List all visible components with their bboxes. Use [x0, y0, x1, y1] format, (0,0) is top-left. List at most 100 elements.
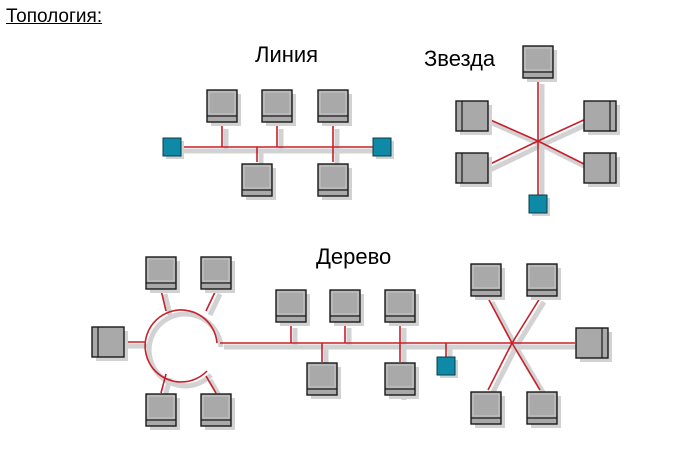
- computer-icon: [470, 263, 505, 300]
- wire-shadow: [513, 345, 547, 396]
- computer-icon: [306, 362, 341, 399]
- terminator-icon: [162, 137, 184, 159]
- label-tree-topology: Дерево: [316, 244, 392, 269]
- computer-icon: [583, 100, 620, 135]
- wire: [485, 140, 539, 167]
- computer-highlight: [277, 291, 305, 315]
- wire-shadow: [489, 300, 519, 349]
- computer-highlight: [386, 364, 414, 388]
- computer-icon: [145, 393, 180, 430]
- computer-icon: [583, 152, 620, 187]
- wire-shadows: [128, 84, 594, 400]
- terminator-icon: [528, 194, 550, 216]
- computer-icon: [329, 289, 364, 326]
- computer-icon: [455, 100, 492, 135]
- wire: [160, 289, 167, 312]
- terminator-body: [528, 194, 548, 214]
- wire-shadow: [513, 300, 547, 349]
- wire: [511, 342, 541, 391]
- computer-highlight: [202, 258, 230, 282]
- computer-icon: [91, 326, 128, 361]
- computer-body: [241, 163, 273, 197]
- ring-wire: [144, 309, 218, 383]
- computer-body: [200, 256, 232, 290]
- computer-highlight: [208, 91, 236, 115]
- wire: [485, 117, 539, 142]
- page-title: Топология:: [6, 6, 103, 27]
- wire: [205, 289, 217, 312]
- computer-highlight: [308, 364, 336, 388]
- wire: [511, 297, 541, 344]
- computer-icon: [522, 45, 557, 82]
- computer-icon: [200, 393, 235, 430]
- computer-body: [275, 289, 307, 323]
- computer-body: [200, 393, 232, 427]
- computer-icon: [384, 362, 419, 399]
- wire-shadow: [488, 142, 544, 173]
- computer-icon: [206, 89, 241, 126]
- computer-highlight: [147, 395, 175, 419]
- terminator-body: [436, 356, 456, 376]
- computer-icon: [470, 391, 505, 428]
- computer-icon: [526, 263, 561, 300]
- computer-icon: [384, 289, 419, 326]
- computer-icon: [575, 327, 612, 362]
- wire-shadow: [207, 292, 223, 317]
- computer-highlight: [147, 258, 175, 282]
- computer-body: [306, 362, 338, 396]
- wire: [487, 297, 513, 344]
- computer-icon: [145, 256, 180, 293]
- terminator-body: [372, 137, 392, 157]
- computer-icon: [455, 152, 492, 187]
- computer-highlight: [319, 165, 347, 189]
- computer-body: [575, 327, 609, 359]
- computer-body: [470, 391, 502, 425]
- computer-body: [526, 263, 558, 297]
- terminator-body: [162, 137, 182, 157]
- label-line-topology: Линия: [255, 42, 319, 67]
- computer-body: [317, 163, 349, 197]
- computer-highlight: [524, 47, 552, 71]
- computer-body: [522, 45, 554, 79]
- wire: [537, 140, 589, 167]
- computer-body: [317, 89, 349, 123]
- computer-highlight: [319, 91, 347, 115]
- computer-body: [145, 393, 177, 427]
- wire: [537, 117, 589, 142]
- computer-highlight: [263, 91, 291, 115]
- network-wires: [124, 80, 589, 396]
- network-devices: [91, 45, 620, 430]
- computer-body: [583, 100, 617, 132]
- computer-body: [329, 289, 361, 323]
- computer-highlight: [202, 395, 230, 419]
- wire-shadow: [488, 119, 544, 148]
- computer-highlight: [472, 393, 500, 417]
- computer-highlight: [243, 165, 271, 189]
- computer-body: [261, 89, 293, 123]
- computer-highlight: [528, 393, 556, 417]
- computer-body: [384, 362, 416, 396]
- computer-icon: [261, 89, 296, 126]
- computer-icon: [526, 391, 561, 428]
- computer-highlight: [331, 291, 359, 315]
- computer-body: [91, 326, 125, 358]
- terminator-icon: [372, 137, 394, 159]
- computer-icon: [275, 289, 310, 326]
- computer-body: [470, 263, 502, 297]
- computer-highlight: [386, 291, 414, 315]
- computer-body: [145, 256, 177, 290]
- computer-highlight: [528, 265, 556, 289]
- computer-body: [384, 289, 416, 323]
- computer-icon: [317, 89, 352, 126]
- computer-highlight: [472, 265, 500, 289]
- computer-body: [455, 152, 489, 184]
- computer-body: [455, 100, 489, 132]
- computer-icon: [241, 163, 276, 200]
- terminator-icon: [436, 356, 458, 378]
- label-star-topology: Звезда: [424, 46, 496, 71]
- computer-body: [583, 152, 617, 184]
- computer-icon: [317, 163, 352, 200]
- computer-body: [206, 89, 238, 123]
- computer-body: [526, 391, 558, 425]
